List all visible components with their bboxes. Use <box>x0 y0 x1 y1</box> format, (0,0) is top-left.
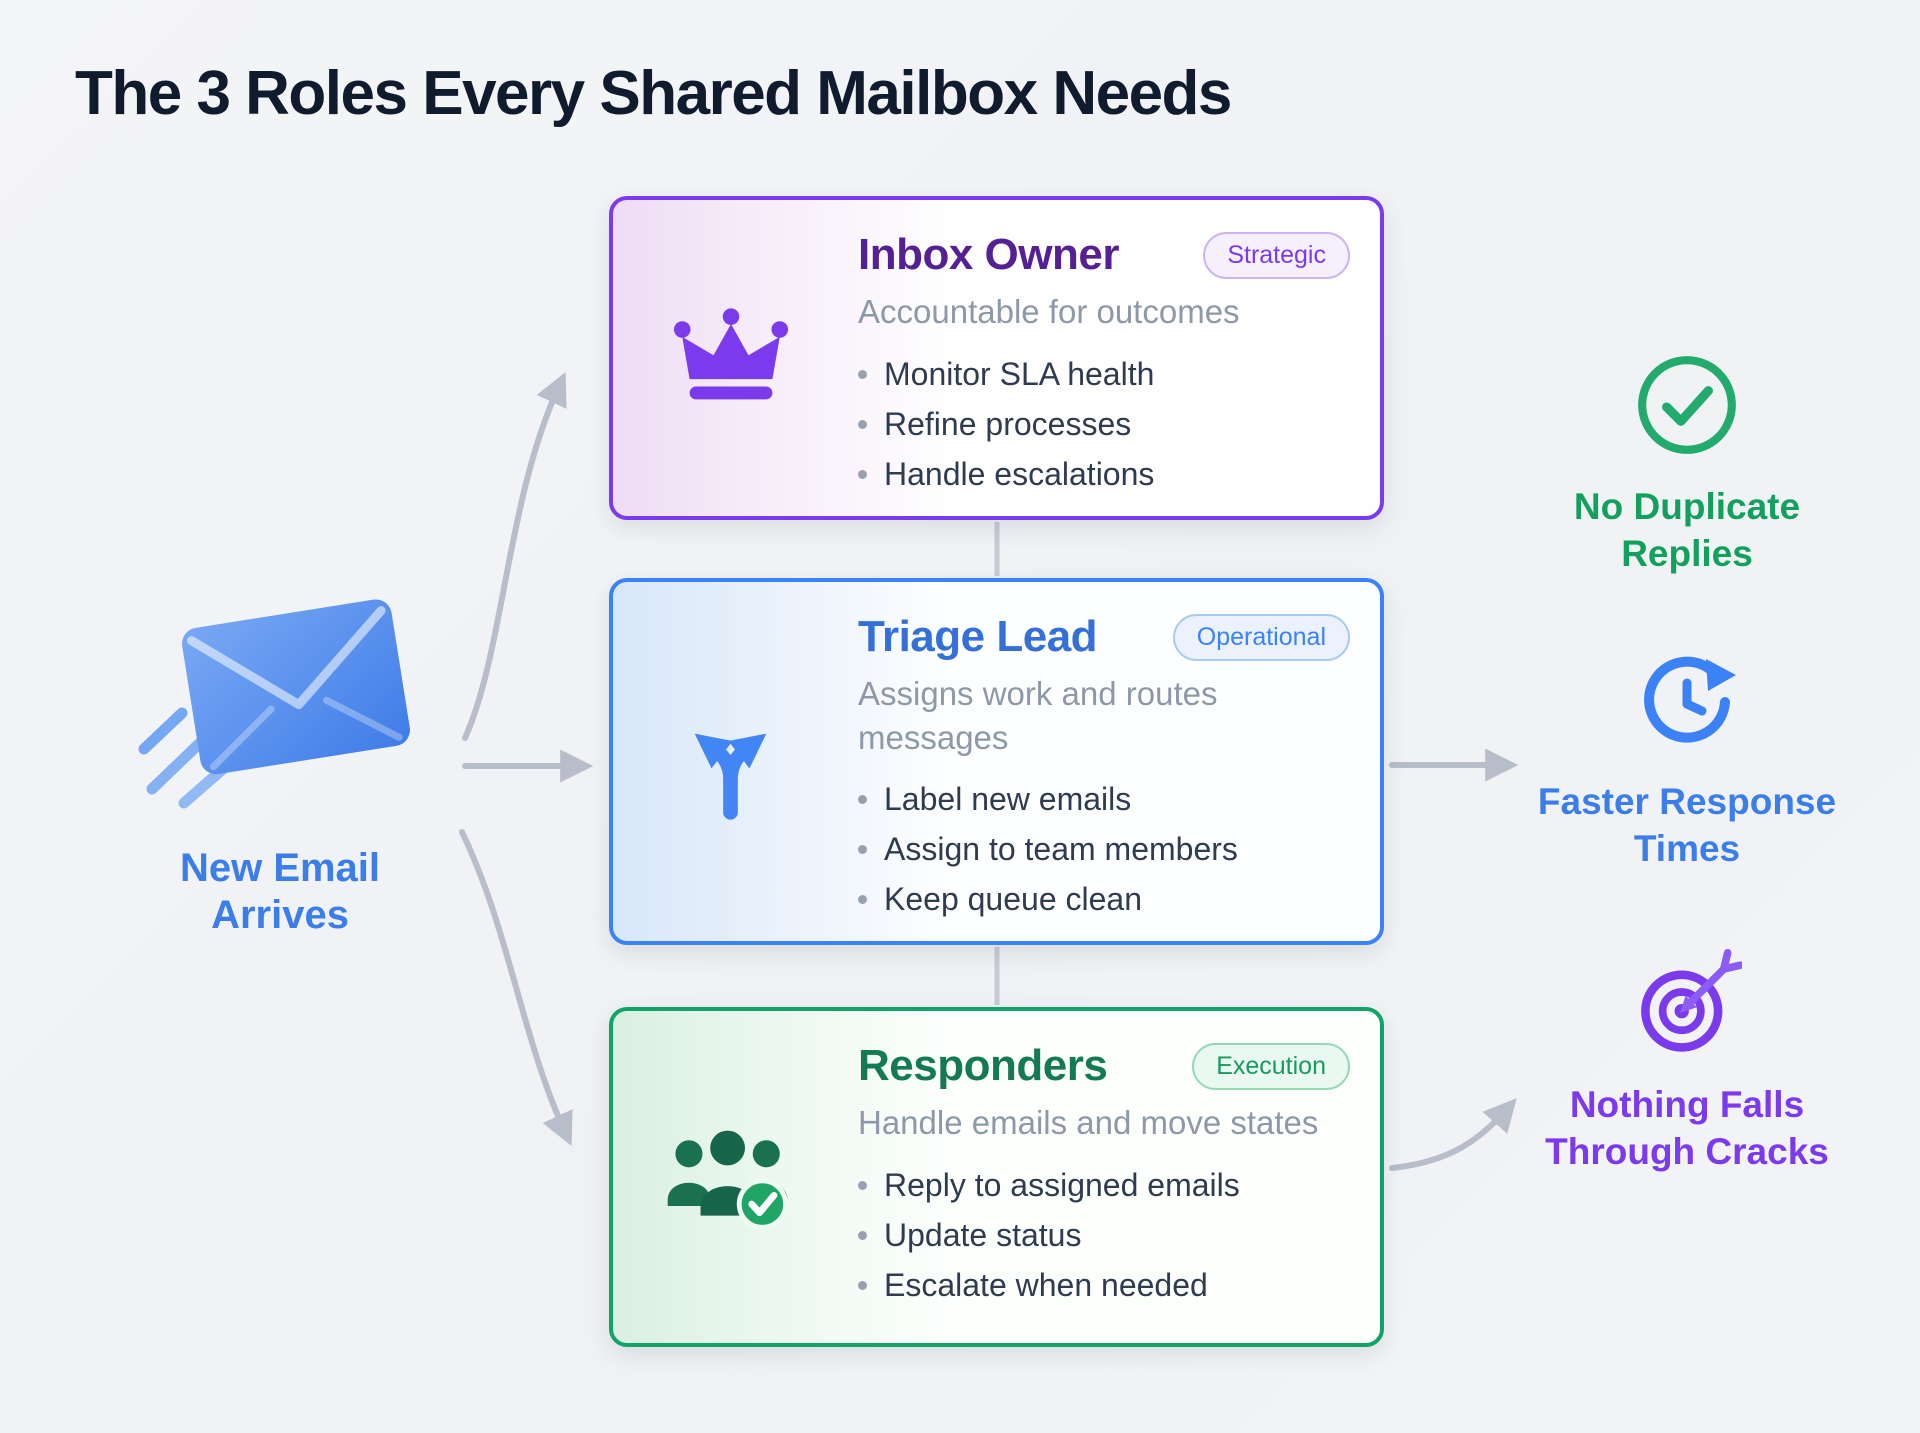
role-icon-panel <box>613 582 848 941</box>
bullet-text: Handle escalations <box>884 455 1155 492</box>
bullet-dot <box>858 469 867 479</box>
outcome-label: Nothing Falls Through Cracks <box>1545 1084 1829 1172</box>
role-bullets: Monitor SLA health Refine processes Hand… <box>858 356 1350 493</box>
arrow-responders-to-outcome <box>1389 1098 1517 1171</box>
arrow-envelope-to-responders <box>459 829 573 1146</box>
bullet-dot <box>858 845 867 855</box>
bullet-dot <box>858 1280 867 1290</box>
outcome-label: Faster Response Times <box>1537 781 1837 869</box>
bullet-text: Refine processes <box>884 405 1132 442</box>
bullet-item: Assign to team members <box>858 831 1350 868</box>
bullet-dot <box>858 795 867 805</box>
role-badge: Execution <box>1192 1043 1350 1090</box>
role-bullets: Reply to assigned emails Update status E… <box>858 1167 1350 1304</box>
clock-rewind-icon <box>1644 656 1736 743</box>
outcome-label: No Duplicate Replies <box>1573 486 1801 574</box>
outcome-nothing-falls-through-cracks: Nothing Falls Through Cracks <box>1520 948 1854 1175</box>
arrow-envelope-to-owner <box>462 372 567 741</box>
role-subtitle: Assigns work and routes messages <box>858 675 1218 756</box>
bullet-dot <box>858 1180 867 1190</box>
crown-icon <box>673 308 788 400</box>
bullet-item: Reply to assigned emails <box>858 1167 1350 1204</box>
bullet-item: Update status <box>858 1217 1350 1254</box>
role-badge: Operational <box>1172 614 1350 661</box>
source-label: New Email Arrives <box>179 846 381 938</box>
role-bullets: Label new emails Assign to team members … <box>858 781 1350 918</box>
target-icon <box>1641 948 1742 1052</box>
role-icon-panel <box>613 200 848 516</box>
page-title: The 3 Roles Every Shared Mailbox Needs <box>75 59 1232 128</box>
bullet-text: Reply to assigned emails <box>884 1166 1240 1203</box>
split-arrows-icon <box>694 733 767 820</box>
role-card-inbox-owner: Inbox Owner Strategic Accountable for ou… <box>609 196 1384 520</box>
bullet-dot <box>858 1230 867 1240</box>
bullet-text: Assign to team members <box>884 831 1238 868</box>
role-icon-panel <box>613 1011 848 1343</box>
bullet-dot <box>858 895 867 905</box>
bullet-text: Label new emails <box>884 781 1132 818</box>
team-check-icon <box>667 1130 789 1230</box>
role-card-triage-lead: Triage Lead Operational Assigns work and… <box>609 578 1384 945</box>
role-subtitle: Handle emails and move states <box>858 1104 1319 1141</box>
bullet-text: Update status <box>884 1216 1082 1253</box>
role-subtitle: Accountable for outcomes <box>858 293 1240 330</box>
bullet-item: Handle escalations <box>858 456 1350 493</box>
role-card-responders: Responders Execution Handle emails and m… <box>609 1007 1384 1347</box>
email-source <box>120 555 460 835</box>
bullet-item: Monitor SLA health <box>858 356 1350 393</box>
bullet-dot <box>858 419 867 429</box>
outcome-no-duplicate-replies: No Duplicate Replies <box>1520 350 1854 577</box>
role-title: Triage Lead <box>858 612 1098 661</box>
bullet-text: Keep queue clean <box>884 881 1142 918</box>
role-badge: Strategic <box>1203 232 1350 279</box>
check-circle-icon <box>1638 356 1736 454</box>
envelope-icon <box>138 599 410 809</box>
bullet-text: Monitor SLA health <box>884 355 1155 392</box>
bullet-dot <box>858 369 867 379</box>
bullet-text: Escalate when needed <box>884 1266 1208 1303</box>
bullet-item: Escalate when needed <box>858 1267 1350 1304</box>
bullet-item: Keep queue clean <box>858 881 1350 918</box>
role-title: Responders <box>858 1041 1108 1090</box>
bullet-item: Refine processes <box>858 406 1350 443</box>
role-title: Inbox Owner <box>858 230 1119 279</box>
bullet-item: Label new emails <box>858 781 1350 818</box>
outcome-faster-response-times: Faster Response Times <box>1520 645 1854 872</box>
